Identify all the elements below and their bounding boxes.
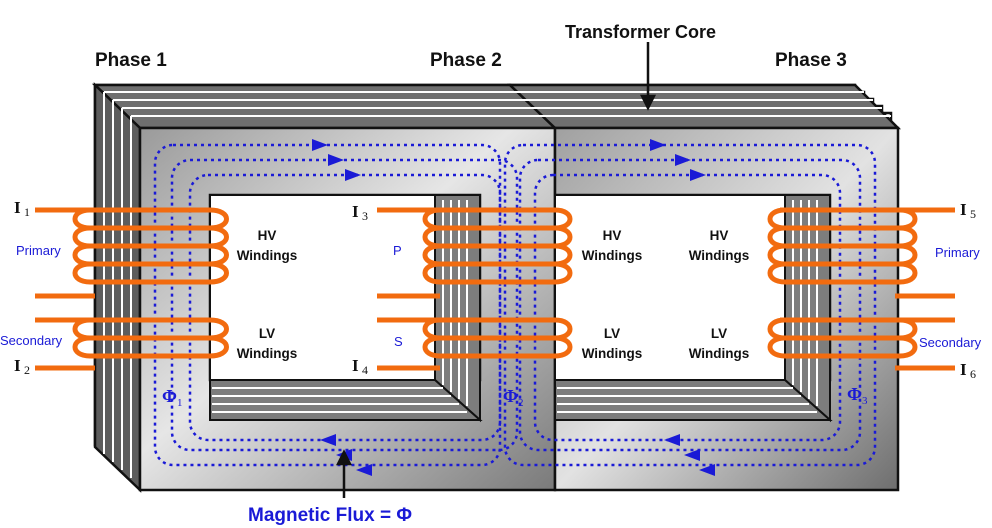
current-i6: I 6 bbox=[960, 360, 976, 381]
magnetic-flux-label: Magnetic Flux = Φ bbox=[248, 505, 412, 526]
secondary-left-label: Secondary bbox=[0, 333, 63, 348]
p-label: P bbox=[393, 243, 402, 258]
current-i3: I 3 bbox=[352, 202, 368, 223]
svg-text:I: I bbox=[14, 356, 21, 375]
hv-winding-1-b: Windings bbox=[237, 248, 298, 263]
coil-phase3-lv bbox=[767, 317, 955, 371]
primary-left-label: Primary bbox=[16, 243, 61, 258]
hv-winding-3: HV bbox=[710, 228, 729, 243]
svg-text:Φ: Φ bbox=[503, 386, 518, 406]
svg-text:I: I bbox=[352, 202, 359, 221]
phase-2-label: Phase 2 bbox=[430, 50, 502, 71]
primary-right-label: Primary bbox=[935, 245, 980, 260]
winding-labels: HV Windings LV Windings HV Windings LV W… bbox=[237, 228, 750, 361]
flux-arrows bbox=[312, 139, 715, 476]
current-i2: I 2 bbox=[14, 356, 30, 377]
hv-winding-2-b: Windings bbox=[582, 248, 643, 263]
lv-winding-2: LV bbox=[604, 326, 620, 341]
current-i4: I 4 bbox=[352, 356, 368, 377]
hv-winding-3-b: Windings bbox=[689, 248, 750, 263]
svg-text:Φ: Φ bbox=[847, 384, 862, 404]
secondary-right-label: Secondary bbox=[919, 335, 982, 350]
coil-phase3-hv bbox=[767, 207, 955, 299]
phi-1: Φ 1 bbox=[162, 386, 183, 409]
svg-text:1: 1 bbox=[177, 397, 183, 409]
current-i5: I 5 bbox=[960, 200, 976, 221]
window-depth-left bbox=[209, 194, 483, 423]
phi-2: Φ 2 bbox=[503, 386, 524, 409]
lv-winding-3-b: Windings bbox=[689, 346, 750, 361]
s-label: S bbox=[394, 334, 403, 349]
pointer-arrows bbox=[335, 42, 657, 498]
lv-winding-1: LV bbox=[259, 326, 275, 341]
svg-text:I: I bbox=[960, 360, 967, 379]
svg-text:I: I bbox=[960, 200, 967, 219]
lv-winding-2-b: Windings bbox=[582, 346, 643, 361]
svg-text:4: 4 bbox=[362, 363, 368, 377]
svg-text:2: 2 bbox=[518, 397, 524, 409]
coil-phase1-hv bbox=[35, 207, 229, 299]
core-title: Transformer Core bbox=[565, 22, 716, 42]
coil-phase2-hv bbox=[377, 207, 573, 299]
svg-text:3: 3 bbox=[362, 209, 368, 223]
svg-text:1: 1 bbox=[24, 205, 30, 219]
svg-text:2: 2 bbox=[24, 363, 30, 377]
phase-1-label: Phase 1 bbox=[95, 50, 167, 71]
core-side-faces bbox=[91, 82, 902, 493]
svg-text:I: I bbox=[352, 356, 359, 375]
lv-winding-1-b: Windings bbox=[237, 346, 298, 361]
svg-text:3: 3 bbox=[862, 395, 868, 407]
current-i1: I 1 bbox=[14, 198, 30, 219]
hv-winding-1: HV bbox=[258, 228, 277, 243]
lv-winding-3: LV bbox=[711, 326, 727, 341]
phi-3: Φ 3 bbox=[847, 384, 868, 407]
coil-phase1-lv bbox=[35, 317, 229, 371]
phase-3-label: Phase 3 bbox=[775, 50, 847, 71]
hv-winding-2: HV bbox=[603, 228, 622, 243]
coil-phase2-lv bbox=[377, 317, 573, 371]
svg-text:5: 5 bbox=[970, 207, 976, 221]
window-depth-right bbox=[554, 194, 833, 423]
svg-text:6: 6 bbox=[970, 367, 976, 381]
lamination-lines bbox=[103, 91, 891, 478]
svg-text:I: I bbox=[14, 198, 21, 217]
svg-text:Φ: Φ bbox=[162, 386, 177, 406]
